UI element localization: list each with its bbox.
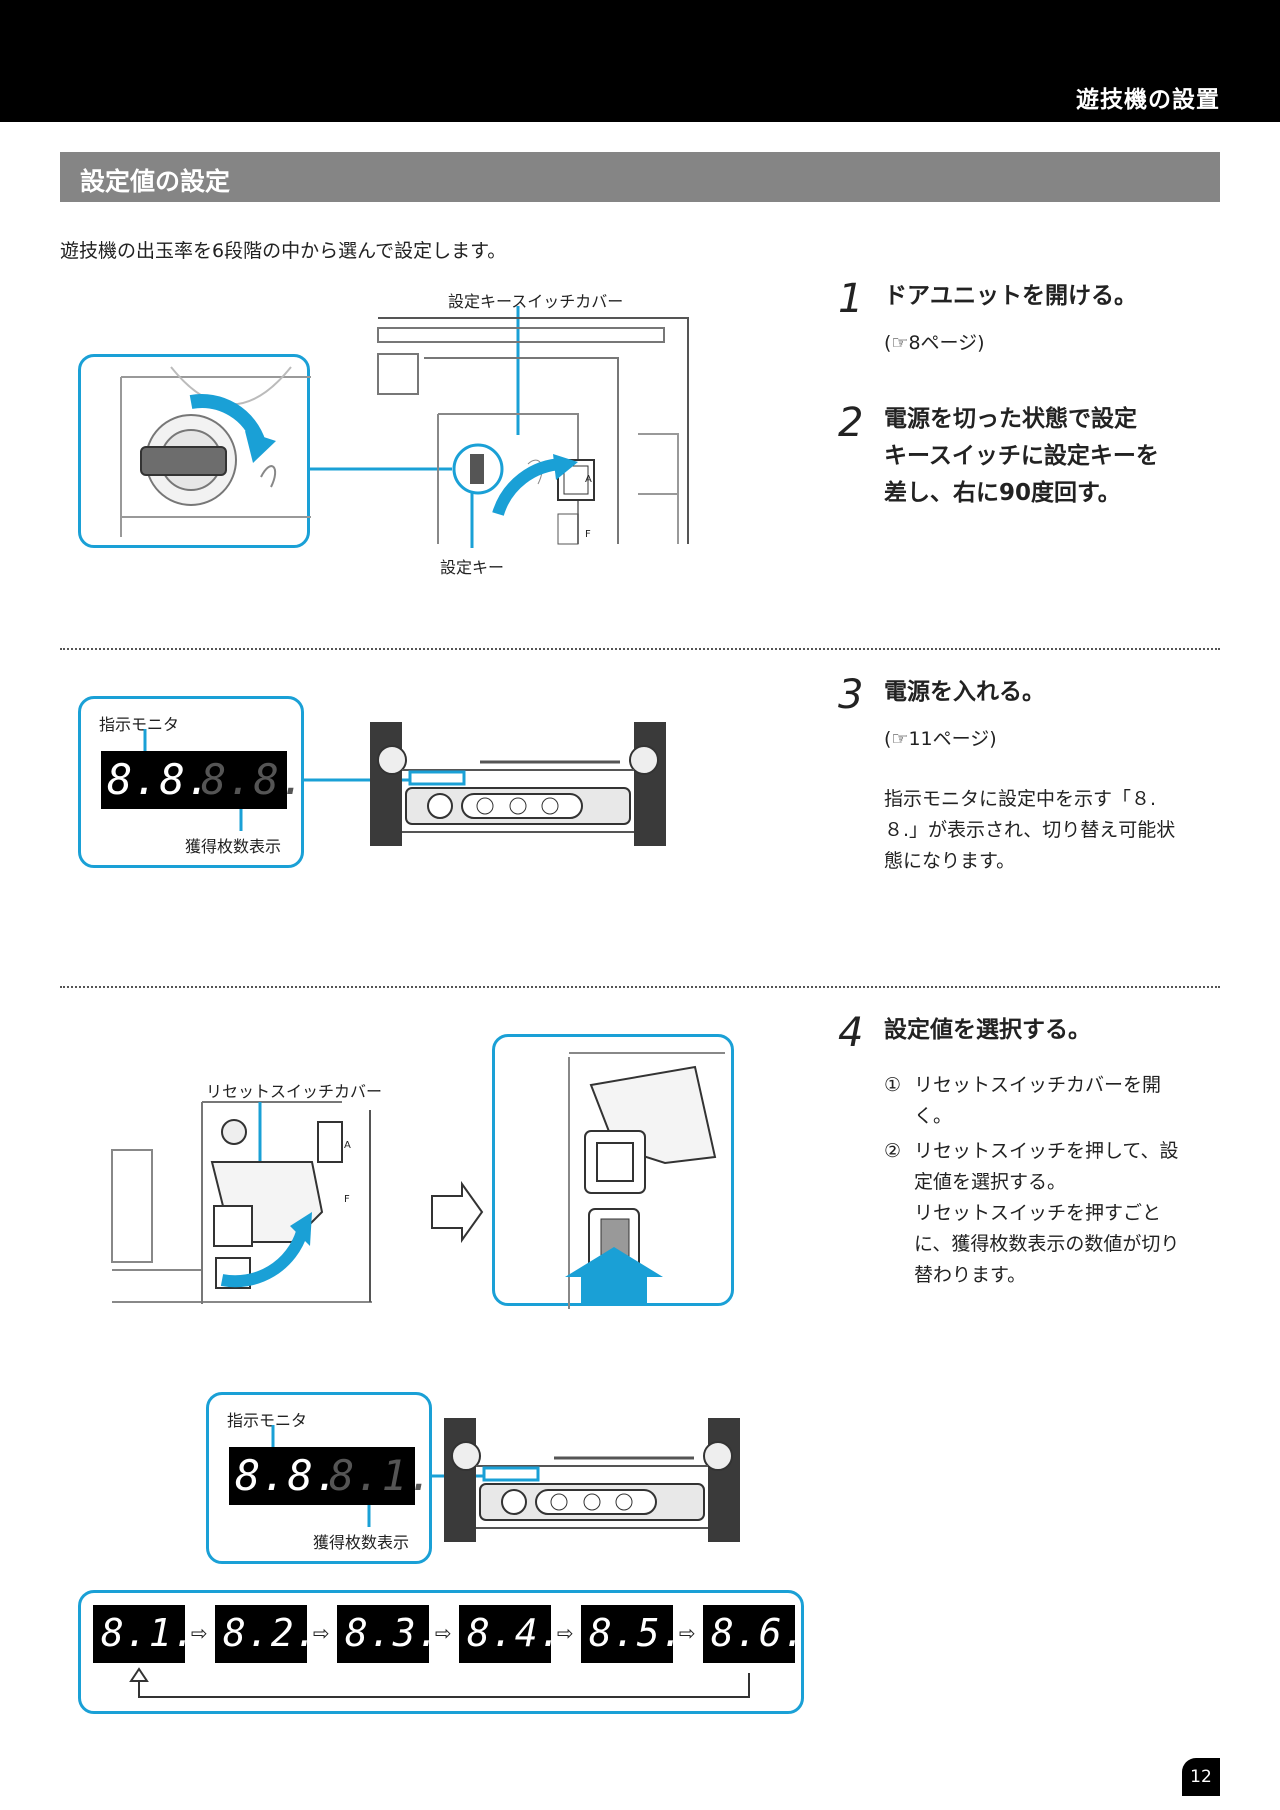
header-title: 遊技機の設置 (1076, 87, 1220, 113)
reset-switch-cover-label: リセットスイッチカバー (206, 1082, 383, 1101)
indicator-monitor-callout-2: 指示モニタ 8.8. 8.1. 獲得枚数表示 (206, 1392, 433, 1564)
machine-interior-drawing: A F (377, 314, 689, 545)
monitor-label: 指示モニタ (99, 715, 180, 734)
sequence-digits: 8.5. (589, 1611, 685, 1655)
arrow-right-icon: ⇨ (313, 1621, 330, 1645)
key-switch-closeup (78, 354, 311, 548)
step-4-item-line: リセットスイッチを押すごと (914, 1202, 1162, 1224)
step-4-title: 設定値を選択する。 (884, 1017, 1091, 1043)
step-4-item-2-text: リセットスイッチを押して、設 定値を選択する。 リセットスイッチを押すごと に、… (914, 1136, 1179, 1291)
monitor-display: 8.8. 8.8. (101, 751, 305, 809)
sequence-value: 8.2. (215, 1605, 318, 1663)
step-2-title: 電源を切った状態で設定 キースイッチに設定キーを 差し、右に90度回す。 (884, 401, 1159, 512)
machine-front-panel (370, 722, 666, 846)
reset-switch-closeup (492, 1034, 734, 1309)
step-3-description-line: ８.」が表示され、切り替え可能状 (884, 819, 1176, 841)
monitor-right-digits: 8.1. (329, 1451, 435, 1500)
setting-sequence-frame: 8.1. ⇨ 8.2. ⇨ 8.3. ⇨ 8.4. ⇨ 8.5. ⇨ 8.6. (78, 1590, 806, 1714)
step-3-description: 指示モニタに設定中を示す「８. ８.」が表示され、切り替え可能状 態になります。 (884, 784, 1175, 877)
sequence-digits: 8.1. (101, 1611, 197, 1655)
key-switch-closeup-drawing (120, 366, 311, 537)
loop-back-arrow-icon (129, 1667, 750, 1698)
step-2-title-line: 差し、右に90度回す。 (884, 480, 1121, 506)
arrow-right-icon: ⇨ (435, 1621, 452, 1645)
count-display-label: 獲得枚数表示 (313, 1533, 410, 1552)
sequence-digits: 8.4. (467, 1611, 563, 1655)
sequence-value: 8.3. (337, 1605, 440, 1663)
arrow-right-icon: ⇨ (679, 1621, 696, 1645)
indicator-monitor-callout: 指示モニタ 8.8. 8.8. 獲得枚数表示 (78, 696, 305, 868)
item-marker: ① (884, 1074, 902, 1096)
step-1-ref: (☞8ページ) (884, 332, 985, 354)
side-label-f: F (344, 1194, 350, 1205)
reset-switch-drawing: A F (111, 1101, 382, 1304)
intro-text: 遊技機の出玉率を6段階の中から選んで設定します。 (60, 240, 507, 262)
monitor-left-digits: 8.8. (107, 755, 213, 804)
step-3-ref: (☞11ページ) (884, 728, 997, 750)
step-4-item-line: に、獲得枚数表示の数値が切り (914, 1233, 1180, 1255)
count-display-label: 獲得枚数表示 (185, 837, 282, 856)
step-3-description-line: 態になります。 (884, 850, 1016, 872)
step-3-description-line: 指示モニタに設定中を示す「８. (884, 788, 1157, 810)
section-title-bar: 設定値の設定 (60, 152, 1220, 202)
setting-key-label: 設定キー (440, 558, 505, 577)
sequence-digits: 8.3. (345, 1611, 441, 1655)
step-4-item-line: 替わります。 (914, 1264, 1027, 1286)
step-4-item-line: リセットスイッチカバーを開 (914, 1074, 1162, 1096)
step-3-number: 3 (838, 672, 864, 718)
monitor-display: 8.8. 8.1. (229, 1447, 433, 1505)
step-1-title: ドアユニットを開ける。 (884, 283, 1137, 309)
sequence-digits: 8.6. (711, 1611, 807, 1655)
step-4-item-1-text: リセットスイッチカバーを開 く。 (914, 1070, 1161, 1132)
sequence-digits: 8.2. (223, 1611, 319, 1655)
step-2-title-line: キースイッチに設定キーを (884, 443, 1159, 469)
step-4-item-line: リセットスイッチを押して、設 (914, 1140, 1179, 1162)
step-4-number: 4 (838, 1010, 864, 1056)
sequence-value: 8.5. (581, 1605, 684, 1663)
machine-front-panel-2 (444, 1418, 740, 1542)
key-switch-cover-label: 設定キースイッチカバー (448, 292, 624, 311)
step-2-number: 2 (838, 400, 864, 446)
sequence-value: 8.4. (459, 1605, 562, 1663)
monitor-right-digits: 8.8. (201, 755, 307, 804)
step-1-number: 1 (838, 276, 864, 322)
step-3-title: 電源を入れる。 (884, 679, 1045, 705)
side-label-f: F (585, 529, 591, 540)
sequence-value: 8.1. (93, 1605, 196, 1663)
sequence-value: 8.6. (703, 1605, 806, 1663)
arrow-right-icon: ⇨ (191, 1621, 208, 1645)
item-marker: ② (884, 1140, 902, 1162)
step-2-title-line: 電源を切った状態で設定 (884, 406, 1137, 432)
side-label-a: A (344, 1140, 351, 1151)
divider (60, 986, 1220, 988)
monitor-left-digits: 8.8. (235, 1451, 341, 1500)
step-4-item-line: く。 (914, 1105, 953, 1127)
header-bar: 遊技機の設置 (0, 0, 1280, 122)
divider (60, 648, 1220, 650)
monitor-label: 指示モニタ (227, 1411, 308, 1430)
step-4-item-line: 定値を選択する。 (914, 1171, 1067, 1193)
page-number: 12 (1182, 1758, 1220, 1796)
arrow-right-icon: ⇨ (557, 1621, 574, 1645)
section-title: 設定値の設定 (80, 167, 231, 196)
side-label-a: A (585, 474, 592, 485)
